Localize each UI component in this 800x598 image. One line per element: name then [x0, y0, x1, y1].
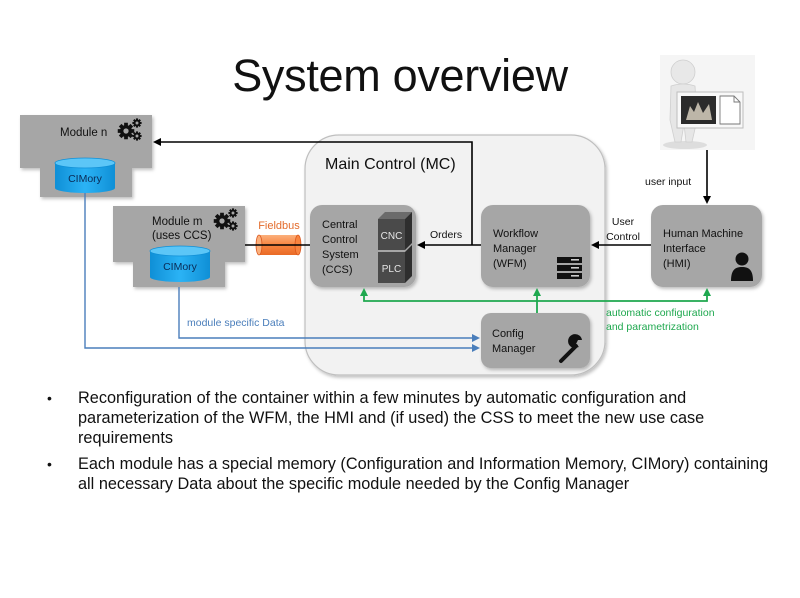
config-distribution-lines: [360, 288, 711, 313]
fieldbus-label: Fieldbus: [258, 220, 300, 232]
ccs-label-line: Central: [322, 219, 357, 231]
cimory-n-label: CIMory: [68, 173, 103, 185]
wfm-label-line: Workflow: [493, 228, 538, 240]
cimory-m: CIMory: [149, 245, 211, 282]
fieldbus: Fieldbus: [245, 220, 310, 256]
ccs-label-line: System: [322, 249, 359, 261]
config-manager-label-line: Config: [492, 328, 524, 340]
ccs-label-line: Control: [322, 234, 357, 246]
svg-text:Human Machine Interface: Human Machine Interface (HMI): [663, 228, 746, 270]
config-manager-label-line: Manager: [492, 343, 536, 355]
bullet-marker: •: [47, 390, 52, 406]
hmi-label-line: (HMI): [663, 258, 691, 270]
user-icon: [731, 252, 753, 281]
module-m-label: Module m: [152, 216, 203, 228]
cimory-n: CIMory: [54, 157, 116, 193]
bullet-marker: •: [47, 456, 52, 472]
orders-to-module-n-arrow: [153, 138, 473, 245]
bullet-text: Each module has a special memory (Config…: [78, 455, 769, 493]
wfm-label-line: Manager: [493, 243, 537, 255]
presenter-figure-icon: [660, 55, 755, 150]
hmi-box: Human Machine Interface (HMI): [651, 205, 762, 287]
module-n-label: Module n: [60, 127, 107, 139]
hmi-label-line: Human Machine: [663, 228, 743, 240]
user-control-label-1: User: [612, 216, 635, 228]
module-m-sublabel: (uses CCS): [152, 230, 212, 242]
wfm-box: Workflow Manager (WFM): [481, 205, 590, 287]
svg-text:Config Manager: Config Manager: [492, 328, 536, 355]
bullet-item: • Reconfiguration of the container withi…: [44, 388, 774, 448]
user-input-label: user input: [645, 176, 691, 188]
orders-label: Orders: [430, 229, 462, 241]
module-data-lines: [84, 193, 480, 352]
wfm-label-line: (WFM): [493, 258, 527, 270]
server-icon: [557, 257, 582, 279]
bullet-list: • Reconfiguration of the container withi…: [44, 388, 774, 500]
cnc-cube-icon: CNC: [378, 212, 412, 250]
config-manager-box: Config Manager: [481, 313, 590, 368]
plc-cube-icon: PLC: [378, 245, 412, 283]
ccs-box: Central Control System (CCS) CNC PLC: [310, 205, 416, 287]
bullet-text: Reconfiguration of the container within …: [78, 389, 705, 447]
module-n: Module n CIMory: [20, 115, 152, 197]
slide-title: System overview: [232, 50, 568, 101]
user-control-label-2: Control: [606, 231, 640, 243]
wrench-icon: [559, 334, 582, 363]
svg-text:Central Control Sy: Central Control System (CCS): [322, 219, 362, 276]
bullet-item: • Each module has a special memory (Conf…: [44, 454, 774, 494]
cimory-m-label: CIMory: [163, 261, 198, 273]
auto-config-label-1: automatic configuration: [606, 307, 715, 319]
module-data-label: module specific Data: [187, 317, 285, 329]
module-m: Module m (uses CCS) CIMory: [113, 206, 245, 287]
ccs-label-line: (CCS): [322, 264, 353, 276]
auto-config-label-2: and parametrization: [606, 321, 699, 333]
hmi-label-line: Interface: [663, 243, 706, 255]
plc-label: PLC: [382, 264, 401, 275]
svg-text:Workflow Manager (: Workflow Manager (WFM): [493, 228, 541, 270]
cnc-label: CNC: [381, 231, 403, 242]
main-control-label: Main Control (MC): [325, 156, 456, 173]
